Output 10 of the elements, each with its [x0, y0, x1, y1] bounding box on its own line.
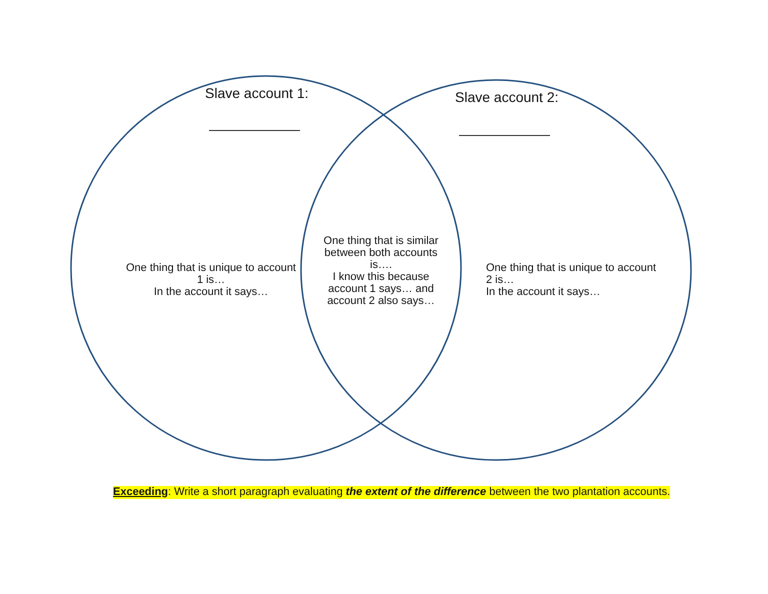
- venn-circle: [300, 79, 692, 461]
- instruction-text: Exceeding: Write a short paragraph evaluating the extent of the difference between the two plantation accounts.: [113, 486, 670, 499]
- circle-title: Slave account 2:: [455, 89, 559, 105]
- body-text: I know this because account 1 says… and account 2 also says…: [326, 271, 436, 307]
- circle-title: Slave account 1:: [205, 85, 309, 101]
- body-text: One thing that is unique to account 2 is…: [486, 262, 658, 286]
- body-text: One thing that is unique to account 1 is…: [125, 262, 297, 286]
- body-text: In the account it says…: [486, 286, 602, 298]
- body-text: In the account it says…: [152, 286, 270, 298]
- body-text: One thing that is similar between both accounts is….: [322, 235, 440, 271]
